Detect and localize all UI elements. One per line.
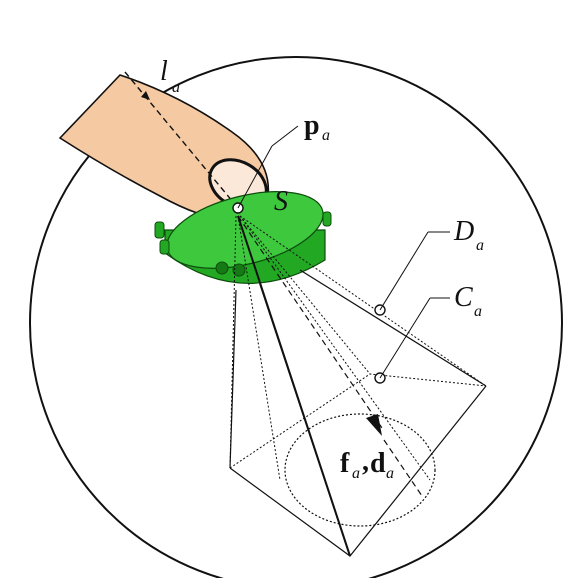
label-d: d bbox=[370, 448, 386, 479]
label-f-subscript: a bbox=[352, 465, 360, 482]
label-p: p bbox=[304, 110, 320, 141]
sensor-port bbox=[216, 262, 228, 274]
label-D: D bbox=[453, 216, 474, 247]
label-C: C bbox=[454, 282, 473, 313]
label-C-subscript: a bbox=[474, 303, 482, 320]
label-S: S bbox=[274, 186, 288, 217]
label-p-subscript: a bbox=[322, 127, 330, 144]
label-l-subscript: a bbox=[172, 79, 180, 96]
label-l: l bbox=[160, 56, 168, 87]
label-d-subscript: a bbox=[386, 465, 394, 482]
label-f: f bbox=[340, 448, 350, 479]
label-D-subscript: a bbox=[476, 237, 484, 254]
label-comma: , bbox=[362, 446, 369, 477]
